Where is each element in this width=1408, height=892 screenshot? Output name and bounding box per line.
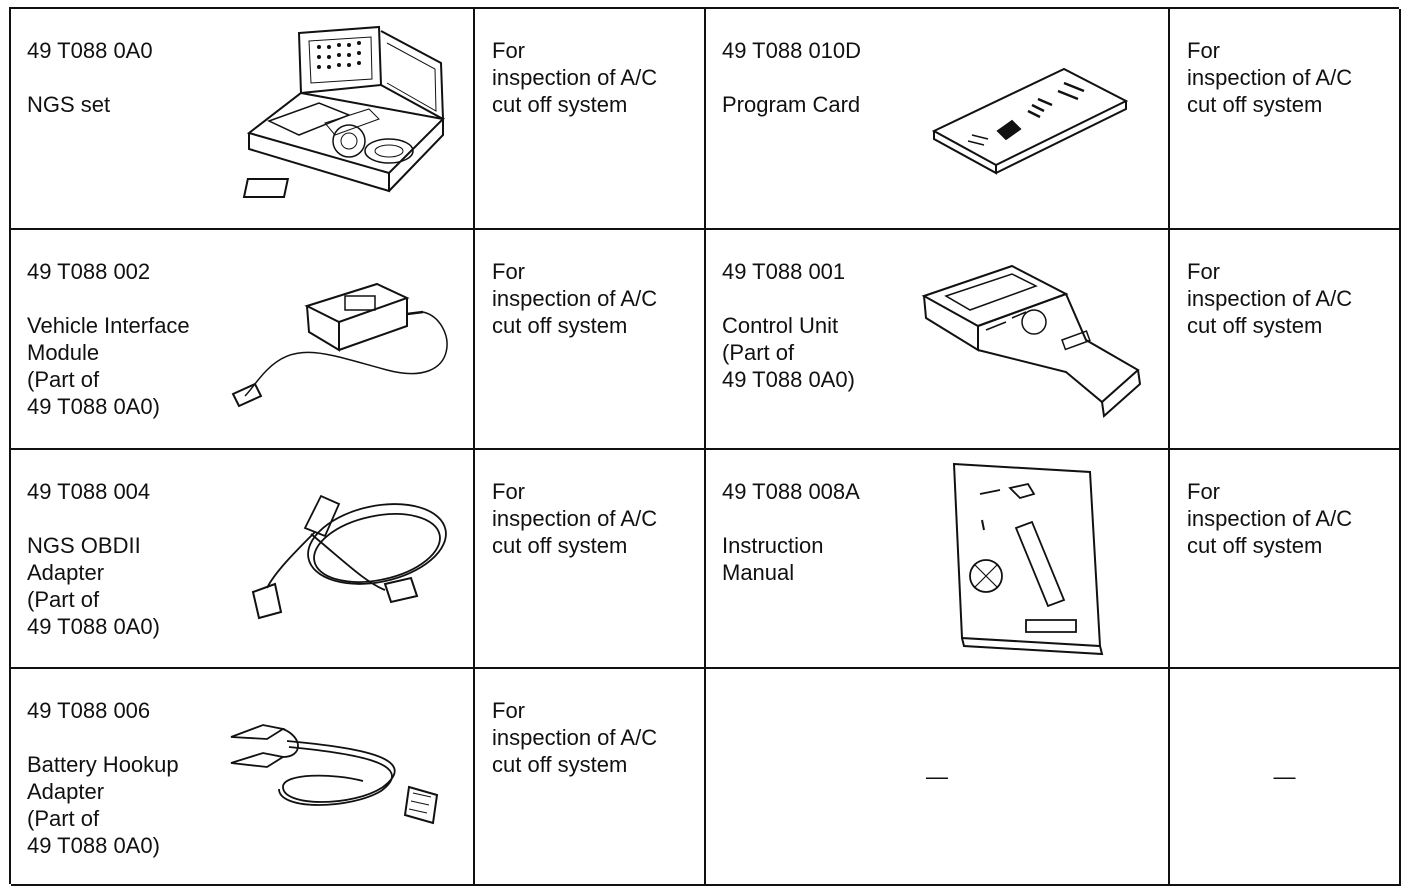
usage-cell: For inspection of A/C cut off system <box>475 9 706 230</box>
usage-cell: For inspection of A/C cut off system <box>1170 230 1401 450</box>
usage-text: For inspection of A/C cut off system <box>492 38 658 117</box>
empty-tool-cell: — <box>706 669 1170 886</box>
tool-name: NGS set <box>27 92 111 117</box>
tool-name: Battery Hookup Adapter (Part of 49 T088 … <box>27 752 179 858</box>
instruction-manual-icon <box>940 460 1112 656</box>
usage-cell: For inspection of A/C cut off system <box>1170 9 1401 230</box>
usage-text: For inspection of A/C cut off system <box>492 479 658 558</box>
part-number: 49 T088 002 <box>27 259 151 284</box>
usage-cell: For inspection of A/C cut off system <box>1170 450 1401 669</box>
usage-cell: For inspection of A/C cut off system <box>475 230 706 450</box>
usage-text: For inspection of A/C cut off system <box>492 259 658 338</box>
tool-cell-control-unit: 49 T088 001 Control Unit (Part of 49 T08… <box>706 230 1170 450</box>
part-number: 49 T088 001 <box>722 259 846 284</box>
tool-cell-ngs-obdii-adapter: 49 T088 004 NGS OBDII Adapter (Part of 4… <box>11 450 475 669</box>
tool-cell-vehicle-interface-module: 49 T088 002 Vehicle Interface Module (Pa… <box>11 230 475 450</box>
battery-clamp-cable-icon <box>223 717 453 843</box>
tool-cell-program-card: 49 T088 010D Program Card <box>706 9 1170 230</box>
part-number: 49 T088 010D <box>722 38 862 63</box>
tool-name: Control Unit (Part of 49 T088 0A0) <box>722 313 855 392</box>
control-unit-icon <box>916 260 1148 422</box>
tool-cell-ngs-set: 49 T088 0A0 NGS set <box>11 9 475 230</box>
program-card-icon <box>928 61 1128 181</box>
usage-text: For inspection of A/C cut off system <box>1187 479 1353 558</box>
obd-adapter-cable-icon <box>235 492 453 622</box>
vehicle-interface-module-icon <box>227 270 457 410</box>
tool-name: NGS OBDII Adapter (Part of 49 T088 0A0) <box>27 533 160 639</box>
part-number: 49 T088 008A <box>722 479 860 504</box>
tool-name: Program Card <box>722 92 861 117</box>
empty-dash: — <box>1273 764 1296 789</box>
tool-name: Vehicle Interface Module (Part of 49 T08… <box>27 313 190 419</box>
usage-cell: For inspection of A/C cut off system <box>475 450 706 669</box>
ngs-set-case-icon <box>229 23 457 219</box>
part-number: 49 T088 006 <box>27 698 151 723</box>
empty-dash: — <box>926 764 948 789</box>
usage-text: For inspection of A/C cut off system <box>492 698 658 777</box>
tool-cell-instruction-manual: 49 T088 008A Instruction Manual <box>706 450 1170 669</box>
empty-usage-cell: — <box>1170 669 1401 886</box>
special-tools-table: 49 T088 0A0 NGS set <box>9 7 1401 886</box>
tool-name: Instruction Manual <box>722 533 824 585</box>
usage-text: For inspection of A/C cut off system <box>1187 259 1353 338</box>
part-number: 49 T088 0A0 <box>27 38 153 63</box>
tool-cell-battery-hookup-adapter: 49 T088 006 Battery Hookup Adapter (Part… <box>11 669 475 886</box>
usage-cell: For inspection of A/C cut off system <box>475 669 706 886</box>
part-number: 49 T088 004 <box>27 479 151 504</box>
usage-text: For inspection of A/C cut off system <box>1187 38 1353 117</box>
